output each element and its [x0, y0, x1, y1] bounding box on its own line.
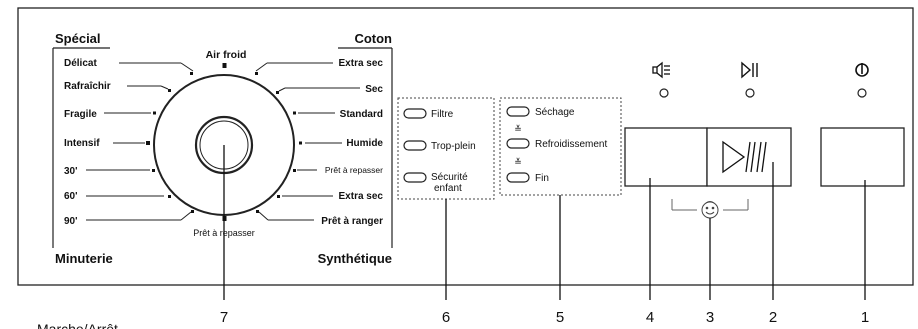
dial-top-label: Air froid [206, 49, 247, 61]
callout-7: 7 [220, 309, 228, 326]
child-face-icon [701, 201, 719, 219]
callout-lines [223, 145, 866, 300]
program-pret-a-ranger[interactable]: Prêt à ranger [321, 216, 383, 227]
program-extra-sec-synthetic[interactable]: Extra sec [339, 191, 384, 202]
child-lock-bracket [671, 199, 749, 211]
power-icon [855, 63, 869, 77]
speaker-icon [652, 61, 670, 79]
overflow-label: Trop-plein [431, 141, 476, 152]
program-standard[interactable]: Standard [340, 109, 383, 120]
program-humide[interactable]: Humide [346, 138, 383, 149]
child-lock-indicator [403, 172, 427, 183]
callout-2: 2 [769, 309, 777, 326]
program-60[interactable]: 60' [64, 191, 78, 202]
filter-label: Filtre [431, 109, 454, 120]
filter-indicator [403, 108, 427, 119]
dial-top-marker [222, 63, 227, 68]
program-delicat[interactable]: Délicat [64, 58, 97, 69]
play-pause-icon [741, 61, 758, 79]
program-extra-sec-cotton[interactable]: Extra sec [339, 58, 384, 69]
left-program-list: Délicat Rafraîchir Fragile Intensif 30' … [64, 58, 194, 227]
play-pause-large-icon [722, 140, 767, 174]
cooling-label: Refroidissement [535, 139, 607, 150]
callout-3: 3 [706, 309, 714, 326]
group-label-timer: Minuterie [55, 251, 113, 266]
group-label-synthetic: Synthétique [318, 251, 392, 266]
callout-1: 1 [861, 309, 869, 326]
drying-label: Séchage [535, 107, 575, 118]
child-lock-label-line1: Sécurité [431, 172, 468, 183]
program-90[interactable]: 90' [64, 216, 78, 227]
child-lock-label-line2: enfant [434, 183, 462, 194]
end-label: Fin [535, 173, 549, 184]
overflow-indicator [403, 140, 427, 151]
program-sec[interactable]: Sec [365, 84, 383, 95]
power-led [857, 88, 867, 98]
drying-indicator [506, 106, 530, 117]
group-label-cotton: Coton [354, 31, 392, 46]
power-button[interactable] [820, 127, 905, 187]
progress-indicators-box [499, 97, 622, 196]
dial-brackets [52, 47, 393, 248]
program-fragile[interactable]: Fragile [64, 109, 97, 120]
start-led [745, 88, 755, 98]
group-label-special: Spécial [55, 31, 101, 46]
program-intensif[interactable]: Intensif [64, 138, 100, 149]
program-rafraichir[interactable]: Rafraîchir [64, 81, 111, 92]
sound-led [659, 88, 669, 98]
program-30[interactable]: 30' [64, 166, 78, 177]
callout-6: 6 [442, 309, 450, 326]
program-pret-a-repasser-synthetic[interactable]: Prêt à repasser [325, 165, 383, 175]
callout-4: 4 [646, 309, 654, 326]
chevron-down-icon: ≚ [514, 157, 522, 167]
right-program-list: Extra sec Sec Standard Humide Prêt à rep… [255, 58, 383, 227]
cooling-indicator [506, 138, 530, 149]
start-pause-button[interactable] [706, 127, 792, 187]
sound-button[interactable] [624, 127, 708, 187]
callout-5: 5 [556, 309, 564, 326]
chevron-down-icon: ≚ [514, 124, 522, 134]
caption-text: Marche/Arrêt [37, 321, 118, 329]
end-indicator [506, 172, 530, 183]
control-panel [17, 7, 914, 286]
